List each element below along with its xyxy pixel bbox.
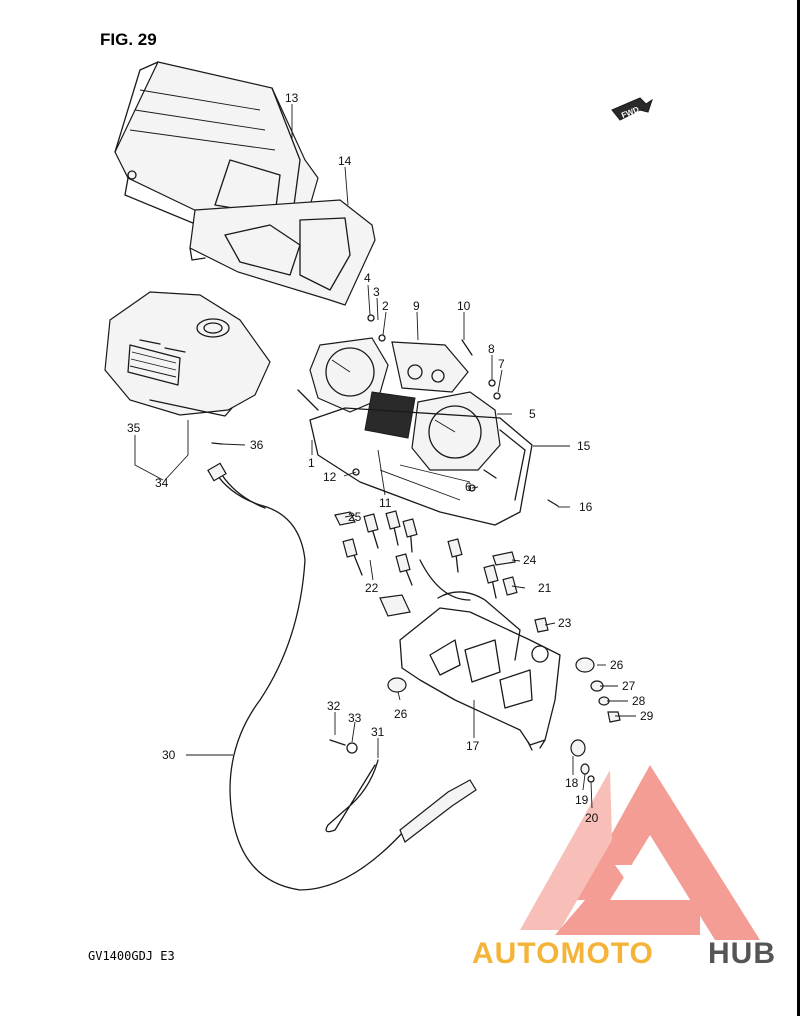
callout-17: 17: [466, 739, 480, 753]
callout-29: 29: [640, 709, 654, 723]
callout-11: 11: [379, 496, 392, 510]
callout-25: 25: [348, 510, 362, 524]
callout-30: 30: [162, 748, 176, 762]
callout-18: 18: [565, 776, 579, 790]
leader-lines: [134, 104, 636, 809]
callout-22: 22: [365, 581, 379, 595]
watermark-brand: AUTOMOTO HUB: [472, 937, 776, 970]
callout-9: 9: [413, 299, 420, 313]
wiring-sockets: [334, 510, 549, 633]
callout-34: 34: [155, 476, 169, 490]
fwd-arrow-icon: FWD: [611, 97, 653, 121]
callout-35: 35: [127, 421, 141, 435]
meter-visor-part-13: [114, 61, 319, 246]
callout-23: 23: [558, 616, 572, 630]
callout-10: 10: [457, 299, 471, 313]
callout-8: 8: [488, 342, 495, 356]
callout-27: 27: [622, 679, 636, 693]
callout-19: 19: [575, 793, 589, 807]
callout-2: 2: [382, 299, 389, 313]
frame-border: [797, 0, 800, 1016]
callout-5: 5: [529, 407, 536, 421]
callout-15: 15: [577, 439, 591, 453]
callout-32: 32: [327, 699, 341, 713]
meter-bezel-part-14: [189, 199, 376, 306]
meter-cover-part-35: [104, 291, 271, 417]
callout-13: 13: [285, 91, 299, 105]
speedometer-cable-part-30: [207, 462, 477, 891]
meter-assembly: [211, 314, 559, 526]
callout-20: 20: [585, 811, 599, 825]
callout-24: 24: [523, 553, 537, 567]
callout-7: 7: [498, 357, 505, 371]
callout-21: 21: [538, 581, 552, 595]
brand-text-primary: AUTOMOTO: [472, 937, 654, 970]
callout-26-right: 26: [610, 658, 624, 672]
figure-title: FIG. 29: [100, 30, 157, 49]
grommets-hardware: [387, 657, 621, 783]
callout-16: 16: [579, 500, 593, 514]
brand-text-secondary: HUB: [708, 937, 776, 970]
watermark-logo: [520, 765, 760, 940]
callout-labels: 13 14 4 3 2 9 10 8 7 5 15 1 12 11 6 16 2…: [127, 91, 654, 825]
callout-33: 33: [348, 711, 362, 725]
wire-clip-part-31: [325, 759, 379, 833]
callout-36: 36: [250, 438, 264, 452]
meter-bracket-part-17: [399, 591, 561, 751]
callout-4: 4: [364, 271, 371, 285]
callout-1: 1: [308, 456, 315, 470]
model-code: GV1400GDJ E3: [88, 949, 175, 963]
callout-31: 31: [371, 725, 385, 739]
callout-28: 28: [632, 694, 646, 708]
callout-3: 3: [373, 285, 380, 299]
callout-14: 14: [338, 154, 352, 168]
bolt-part-32-33: [329, 739, 358, 754]
callout-12: 12: [323, 470, 337, 484]
callout-26-left: 26: [394, 707, 408, 721]
callout-6: 6: [465, 480, 472, 494]
